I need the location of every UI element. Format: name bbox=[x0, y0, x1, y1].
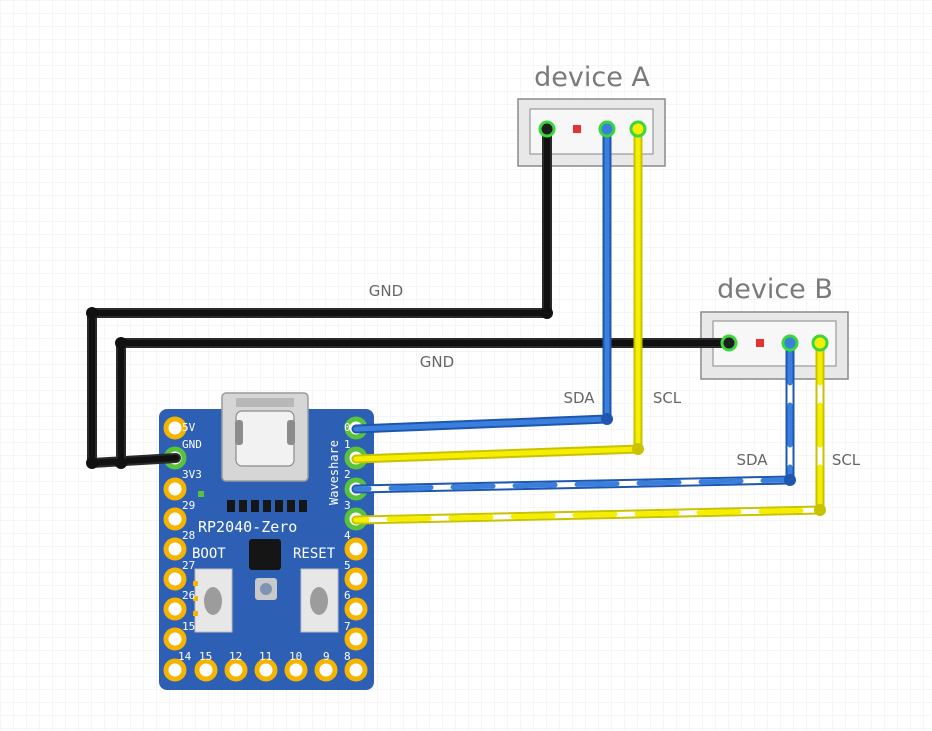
bottom-pin-header bbox=[163, 658, 368, 682]
header-pad[interactable] bbox=[344, 627, 368, 651]
pin-label: 29 bbox=[182, 499, 195, 512]
pin-label: 11 bbox=[259, 650, 272, 663]
pin-label: 1 bbox=[344, 438, 351, 451]
header-pad[interactable] bbox=[163, 658, 187, 682]
scl-label-a: SCL bbox=[653, 389, 682, 407]
sda-label-a: SDA bbox=[563, 389, 595, 407]
left-pin-labels: 5V GND 3V3 29 28 27 26 15 bbox=[182, 421, 202, 633]
boot-label: BOOT bbox=[192, 546, 226, 562]
header-pad[interactable] bbox=[163, 416, 187, 440]
pin-label: 10 bbox=[289, 650, 302, 663]
bottom-pin-labels: 14 15 12 11 10 9 8 bbox=[178, 650, 351, 663]
pin-label: 12 bbox=[229, 650, 242, 663]
reset-label: RESET bbox=[293, 546, 336, 562]
pin-label: 27 bbox=[182, 559, 195, 572]
pin-label: 9 bbox=[323, 650, 330, 663]
wire-junctions bbox=[86, 307, 826, 516]
pin-label: 2 bbox=[344, 468, 351, 481]
pin-label: 3V3 bbox=[182, 468, 202, 481]
board-name-label: RP2040-Zero bbox=[198, 518, 297, 536]
header-pad[interactable] bbox=[344, 658, 368, 682]
gnd-label-b: GND bbox=[420, 353, 454, 371]
pin-label: 6 bbox=[344, 589, 351, 602]
device-b-marker bbox=[756, 339, 764, 347]
pin-label: 0 bbox=[344, 421, 351, 434]
header-pad[interactable] bbox=[224, 658, 248, 682]
pin-label: 14 bbox=[178, 650, 192, 663]
pin-label: 15 bbox=[182, 620, 195, 633]
header-pad[interactable] bbox=[344, 537, 368, 561]
pin-label: 3 bbox=[344, 499, 351, 512]
brand-label: Waveshare bbox=[327, 440, 341, 505]
sda-label-b: SDA bbox=[736, 451, 768, 469]
device-a-title: device A bbox=[534, 62, 650, 93]
header-pad[interactable] bbox=[344, 567, 368, 591]
pin-label: 5 bbox=[344, 559, 351, 572]
header-pad[interactable] bbox=[254, 658, 278, 682]
pin-label: 15 bbox=[199, 650, 212, 663]
rp2040-chip bbox=[249, 539, 281, 570]
header-pad[interactable] bbox=[314, 658, 338, 682]
header-pad[interactable] bbox=[163, 627, 187, 651]
header-pad[interactable] bbox=[163, 477, 187, 501]
pin-label: 26 bbox=[182, 589, 195, 602]
header-pad[interactable] bbox=[284, 658, 308, 682]
pin-label: 28 bbox=[182, 529, 195, 542]
device-b-title: device B bbox=[717, 274, 833, 305]
pin-label: 4 bbox=[344, 529, 351, 542]
connector-pins bbox=[538, 120, 829, 352]
pin-label: 8 bbox=[344, 650, 351, 663]
header-pad[interactable] bbox=[344, 597, 368, 621]
header-pad[interactable] bbox=[194, 658, 218, 682]
scl-label-b: SCL bbox=[832, 451, 861, 469]
header-pad[interactable] bbox=[163, 537, 187, 561]
device-a-marker bbox=[573, 125, 581, 133]
pin-label: 7 bbox=[344, 620, 351, 633]
header-pad[interactable] bbox=[163, 567, 187, 591]
rp2040-zero-board[interactable] bbox=[159, 392, 374, 690]
gnd-label-a: GND bbox=[369, 282, 403, 300]
header-pad[interactable] bbox=[163, 507, 187, 531]
pin-label: 5V bbox=[182, 421, 196, 434]
pin-label: GND bbox=[182, 438, 202, 451]
header-pad[interactable] bbox=[163, 597, 187, 621]
right-pin-labels: 0 1 2 3 4 5 6 7 bbox=[344, 421, 351, 633]
